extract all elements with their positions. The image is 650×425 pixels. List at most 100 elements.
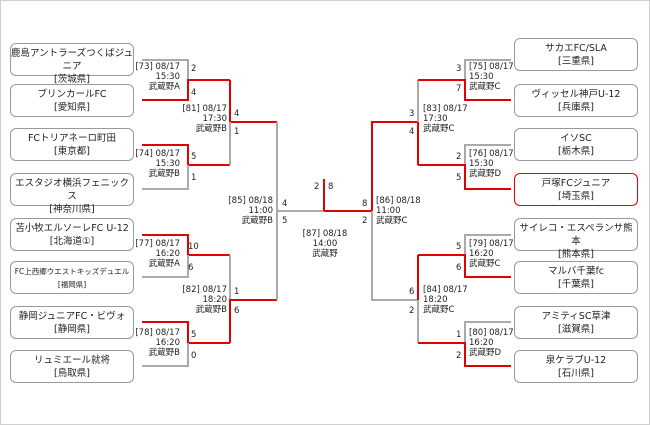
match-date: [78] 08/17 [135,328,180,338]
team-left-4: エスタジオ横浜フェニックス [神奈川県] [10,173,134,215]
match-date: [84] 08/17 [423,285,468,295]
team-right-4: 戸塚FCジュニア [埼玉県] [514,173,638,206]
line-r7-loser [464,321,511,343]
line-r1-loser [464,59,511,80]
match-venue: 武蔵野C [423,305,455,315]
match-73-info: [73] 08/17 15:30 武蔵野A [120,62,180,92]
match-date: [83] 08/17 [423,104,468,114]
line-l6-loser [142,255,189,278]
match-81-info: [81] 08/17 17:30 武蔵野B [165,104,227,134]
match-venue: 武蔵野D [469,348,502,358]
line-l5-winner [142,234,230,256]
team-name: エスタジオ横浜フェニックス [14,178,129,202]
team-prefecture: [三重県] [558,56,594,67]
line-rs-top [371,121,418,211]
match-venue: 武蔵野C [423,124,455,134]
team-right-1: サカエFC/SLA [三重県] [514,38,638,71]
match-82-info: [82] 08/17 18:20 武蔵野B [165,285,227,315]
score: 6 [234,306,240,316]
line-r2-winner [418,79,511,101]
match-77-info: [77] 08/17 16:20 武蔵野A [120,239,180,269]
team-prefecture: [北海道①] [49,236,95,247]
team-right-7: アミティSC草津 [滋賀県] [514,306,638,339]
match-date: [85] 08/18 [228,196,273,206]
team-left-2: ブリンカールFC [愛知県] [10,84,134,117]
match-time: 11:00 [376,206,401,216]
score: 5 [456,173,462,183]
team-name: 苫小牧エルソーレFC U-12 [15,223,129,234]
match-venue: 武蔵野B [195,305,227,315]
match-date: [87] 08/18 [302,229,348,239]
team-prefecture: [埼玉県] [558,191,594,202]
match-date: [77] 08/17 [135,239,180,249]
score: 7 [456,84,462,94]
match-time: 14:00 [312,239,338,249]
line-r5-loser [464,234,511,255]
score: 6 [409,287,415,297]
line-r6-winner [418,254,511,278]
match-76-info: [76] 08/17 15:30 武蔵野D [469,149,529,179]
score: 0 [191,351,197,361]
match-75-info: [75] 08/17 15:30 武蔵野C [469,62,529,92]
score: 1 [234,287,240,297]
team-name: 鹿島アントラーズつくばジュニア [11,48,133,72]
team-left-8: リュミエール就将 [鳥取県] [10,350,134,383]
line-ls-bottom [276,210,324,300]
score: 4 [191,88,197,98]
match-date: [80] 08/17 [469,328,514,338]
team-left-5: 苫小牧エルソーレFC U-12 [北海道①] [10,218,134,251]
team-name: マルバ千葉fc [547,266,605,277]
team-name: 泉ケラブU-12 [545,355,607,366]
team-prefecture: [熊本県] [558,249,594,260]
team-left-7: 静岡ジュニアFC・ビヴォ [静岡県] [10,306,134,339]
line-r8-winner [418,342,511,367]
team-name: 戸塚FCジュニア [541,178,611,189]
match-venue: 武蔵野B [241,216,273,226]
score: 4 [409,127,415,137]
match-time: 15:30 [155,72,181,82]
score: 4 [282,199,288,209]
team-right-8: 泉ケラブU-12 [石川県] [514,350,638,383]
line-r4-winner [418,164,511,190]
score: 2 [191,64,197,74]
score: 5 [282,216,288,226]
team-prefecture: [千葉県] [558,279,594,290]
team-name: 静岡ジュニアFC・ビヴォ [18,311,126,322]
team-prefecture: [滋賀県] [558,324,594,335]
team-prefecture: [栃木県] [558,146,594,157]
match-venue: 武蔵野A [148,259,180,269]
match-venue: 武蔵野A [148,82,180,92]
match-74-info: [74] 08/17 15:30 武蔵野B [120,149,180,179]
team-right-6: マルバ千葉fc [千葉県] [514,261,638,294]
team-prefecture: [福岡県] [57,280,87,289]
score: 5 [191,152,197,162]
score: 2 [409,306,415,316]
team-name: イソSC [560,133,592,144]
team-name: ブリンカールFC [37,89,107,100]
match-venue: 武蔵野B [148,169,180,179]
score: 3 [456,64,462,74]
line-rs-bottom [371,211,418,301]
line-l2-winner [142,79,230,101]
score: 10 [188,242,199,252]
final-score-right: 8 [328,182,334,192]
match-time: 17:30 [202,114,228,124]
match-87-info: [87] 08/18 14:00 武蔵野 [296,229,354,259]
team-right-2: ヴィッセル神戸U-12 [兵庫県] [514,84,638,117]
match-time: 16:20 [155,338,181,348]
score: 1 [234,127,240,137]
match-venue: 武蔵野C [469,259,501,269]
team-prefecture: [愛知県] [54,102,90,113]
match-venue: 武蔵野C [376,216,408,226]
match-date: [74] 08/17 [135,149,180,159]
match-venue: 武蔵野C [469,82,501,92]
match-time: 16:20 [155,249,181,259]
score: 3 [409,109,415,119]
team-prefecture: [神奈川県] [49,204,95,215]
match-86-info: [86] 08/18 11:00 武蔵野C [376,196,438,226]
match-time: 18:20 [202,295,228,305]
line-l7-winner [142,321,230,344]
team-name: サイレコ・エスペランサ熊本 [519,223,633,247]
team-name: サカエFC/SLA [545,43,607,54]
